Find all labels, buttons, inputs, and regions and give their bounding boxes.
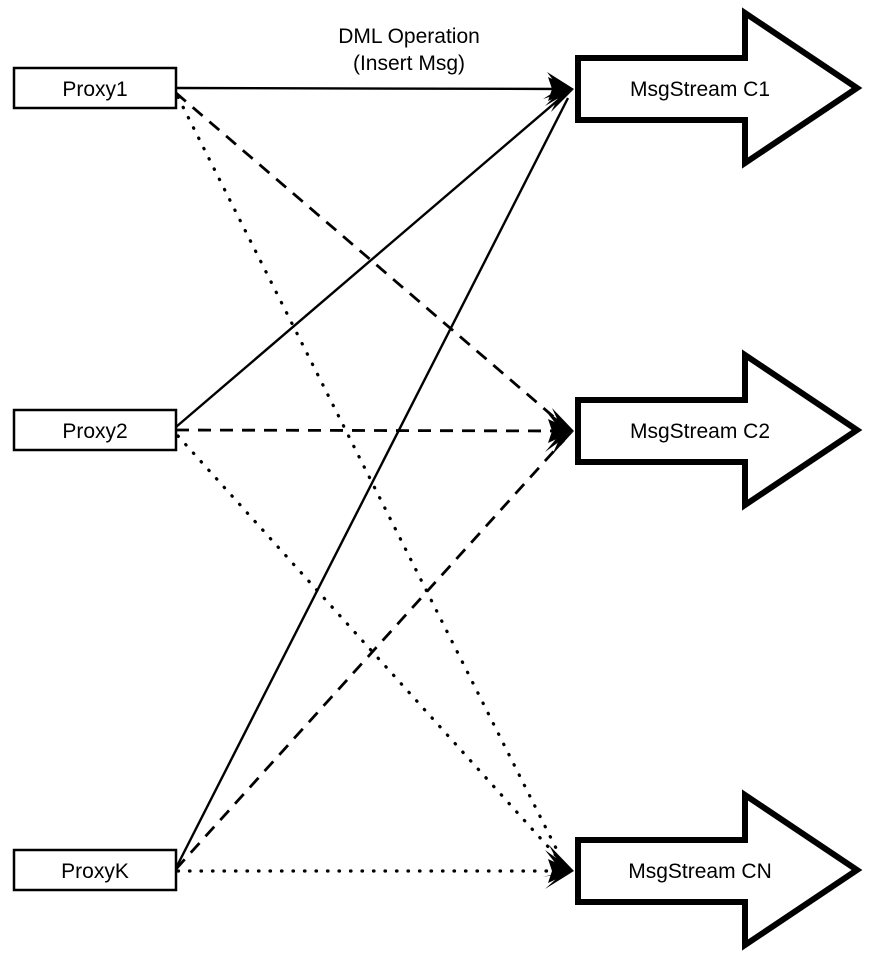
msgstream-c2-arrow[interactable] bbox=[575, 349, 863, 511]
edge-label-line2: (Insert Msg) bbox=[353, 52, 465, 75]
proxy2-box[interactable] bbox=[12, 408, 178, 452]
msgstream-cn-arrow[interactable] bbox=[575, 789, 863, 951]
arrowhead-c2 bbox=[545, 408, 574, 455]
connector-proxy1-to-c1 bbox=[175, 86, 567, 91]
connector-layer bbox=[174, 86, 570, 873]
proxy1-box[interactable] bbox=[12, 66, 178, 110]
stream-node-c1[interactable]: MsgStream C1 bbox=[575, 7, 863, 169]
stream-node-cn[interactable]: MsgStream CN bbox=[575, 789, 863, 951]
msgstream-c2-label: MsgStream C2 bbox=[630, 420, 770, 443]
stream-nodes: MsgStream C1 MsgStream C2 MsgStream CN bbox=[575, 7, 863, 951]
proxy-node-proxyk[interactable]: ProxyK bbox=[12, 848, 178, 892]
msgstream-c1-arrow[interactable] bbox=[575, 7, 863, 169]
stream-node-c2[interactable]: MsgStream C2 bbox=[575, 349, 863, 511]
msgstream-cn-label: MsgStream CN bbox=[628, 860, 772, 883]
proxy-node-proxy1[interactable]: Proxy1 bbox=[12, 66, 178, 110]
connector-proxy2-to-c2 bbox=[175, 428, 567, 433]
proxy1-label: Proxy1 bbox=[62, 78, 127, 101]
proxyk-label: ProxyK bbox=[61, 860, 129, 883]
msgstream-c1-label: MsgStream C1 bbox=[630, 78, 770, 101]
connector-proxy2-to-cn bbox=[176, 434, 562, 862]
arrowhead-c1 bbox=[543, 72, 574, 112]
proxy-nodes: Proxy1 Proxy2 ProxyK bbox=[12, 66, 178, 892]
connector-proxy1-to-cn bbox=[176, 95, 562, 858]
arrowhead-layer bbox=[543, 72, 574, 889]
arrowhead-cn bbox=[543, 845, 574, 889]
connector-proxyk-to-c2 bbox=[174, 439, 566, 870]
proxy2-label: Proxy2 bbox=[62, 420, 127, 443]
edge-label-line1: DML Operation bbox=[338, 25, 480, 48]
connector-proxy2-to-c1 bbox=[175, 94, 565, 428]
edge-label-dml-operation: DML Operation (Insert Msg) bbox=[338, 25, 480, 75]
connector-proxy1-to-c2 bbox=[175, 91, 563, 426]
proxyk-box[interactable] bbox=[12, 848, 178, 892]
connector-proxyk-to-c1 bbox=[174, 97, 570, 869]
proxy-node-proxy2[interactable]: Proxy2 bbox=[12, 408, 178, 452]
